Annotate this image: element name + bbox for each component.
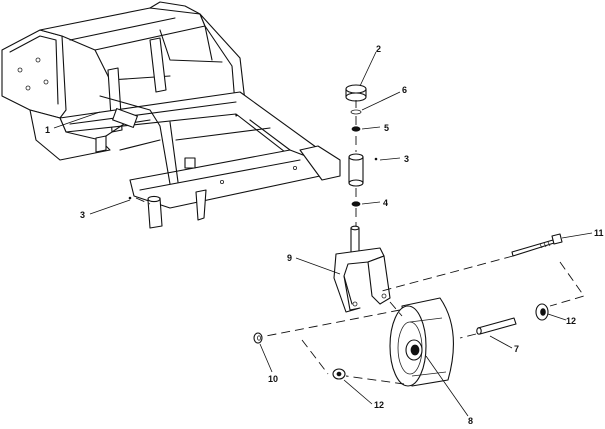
- callout-5: 5: [384, 123, 389, 133]
- axle-spacer-tube: [476, 317, 517, 335]
- callout-9: 9: [287, 253, 292, 263]
- spacer-dot: [128, 157, 378, 200]
- callout-3-right: 3: [404, 154, 409, 164]
- mower-frame: [1, 1, 341, 229]
- lock-nut: [253, 332, 263, 344]
- callout-labels: 1 2 3 3 4 5 6 7 8 9 10 11 12 12: [45, 44, 604, 426]
- callout-8: 8: [468, 416, 473, 426]
- callout-6: 6: [402, 85, 407, 95]
- callout-10: 10: [268, 374, 278, 384]
- callout-12-right: 12: [566, 316, 576, 326]
- assembly-axis-lines: [135, 100, 585, 385]
- upper-bearing: [351, 126, 361, 132]
- callout-7: 7: [514, 344, 519, 354]
- caster-fork: [333, 225, 391, 313]
- callout-3-left: 3: [80, 210, 85, 220]
- lower-bearing: [351, 201, 361, 207]
- callout-11: 11: [594, 228, 604, 238]
- callout-leaders: [53, 51, 593, 417]
- washer-left: [332, 368, 346, 380]
- washer-right: [535, 303, 549, 321]
- snap-ring: [350, 109, 362, 115]
- caster-sleeve: [348, 153, 364, 187]
- callout-4: 4: [383, 198, 388, 208]
- callout-2: 2: [376, 44, 381, 54]
- left-caster-sleeve: [147, 195, 163, 229]
- callout-12-left: 12: [374, 400, 384, 410]
- dust-cap: [345, 84, 367, 102]
- callout-1: 1: [45, 125, 50, 135]
- caster-wheel: [389, 297, 454, 387]
- axle-bolt: [511, 233, 563, 257]
